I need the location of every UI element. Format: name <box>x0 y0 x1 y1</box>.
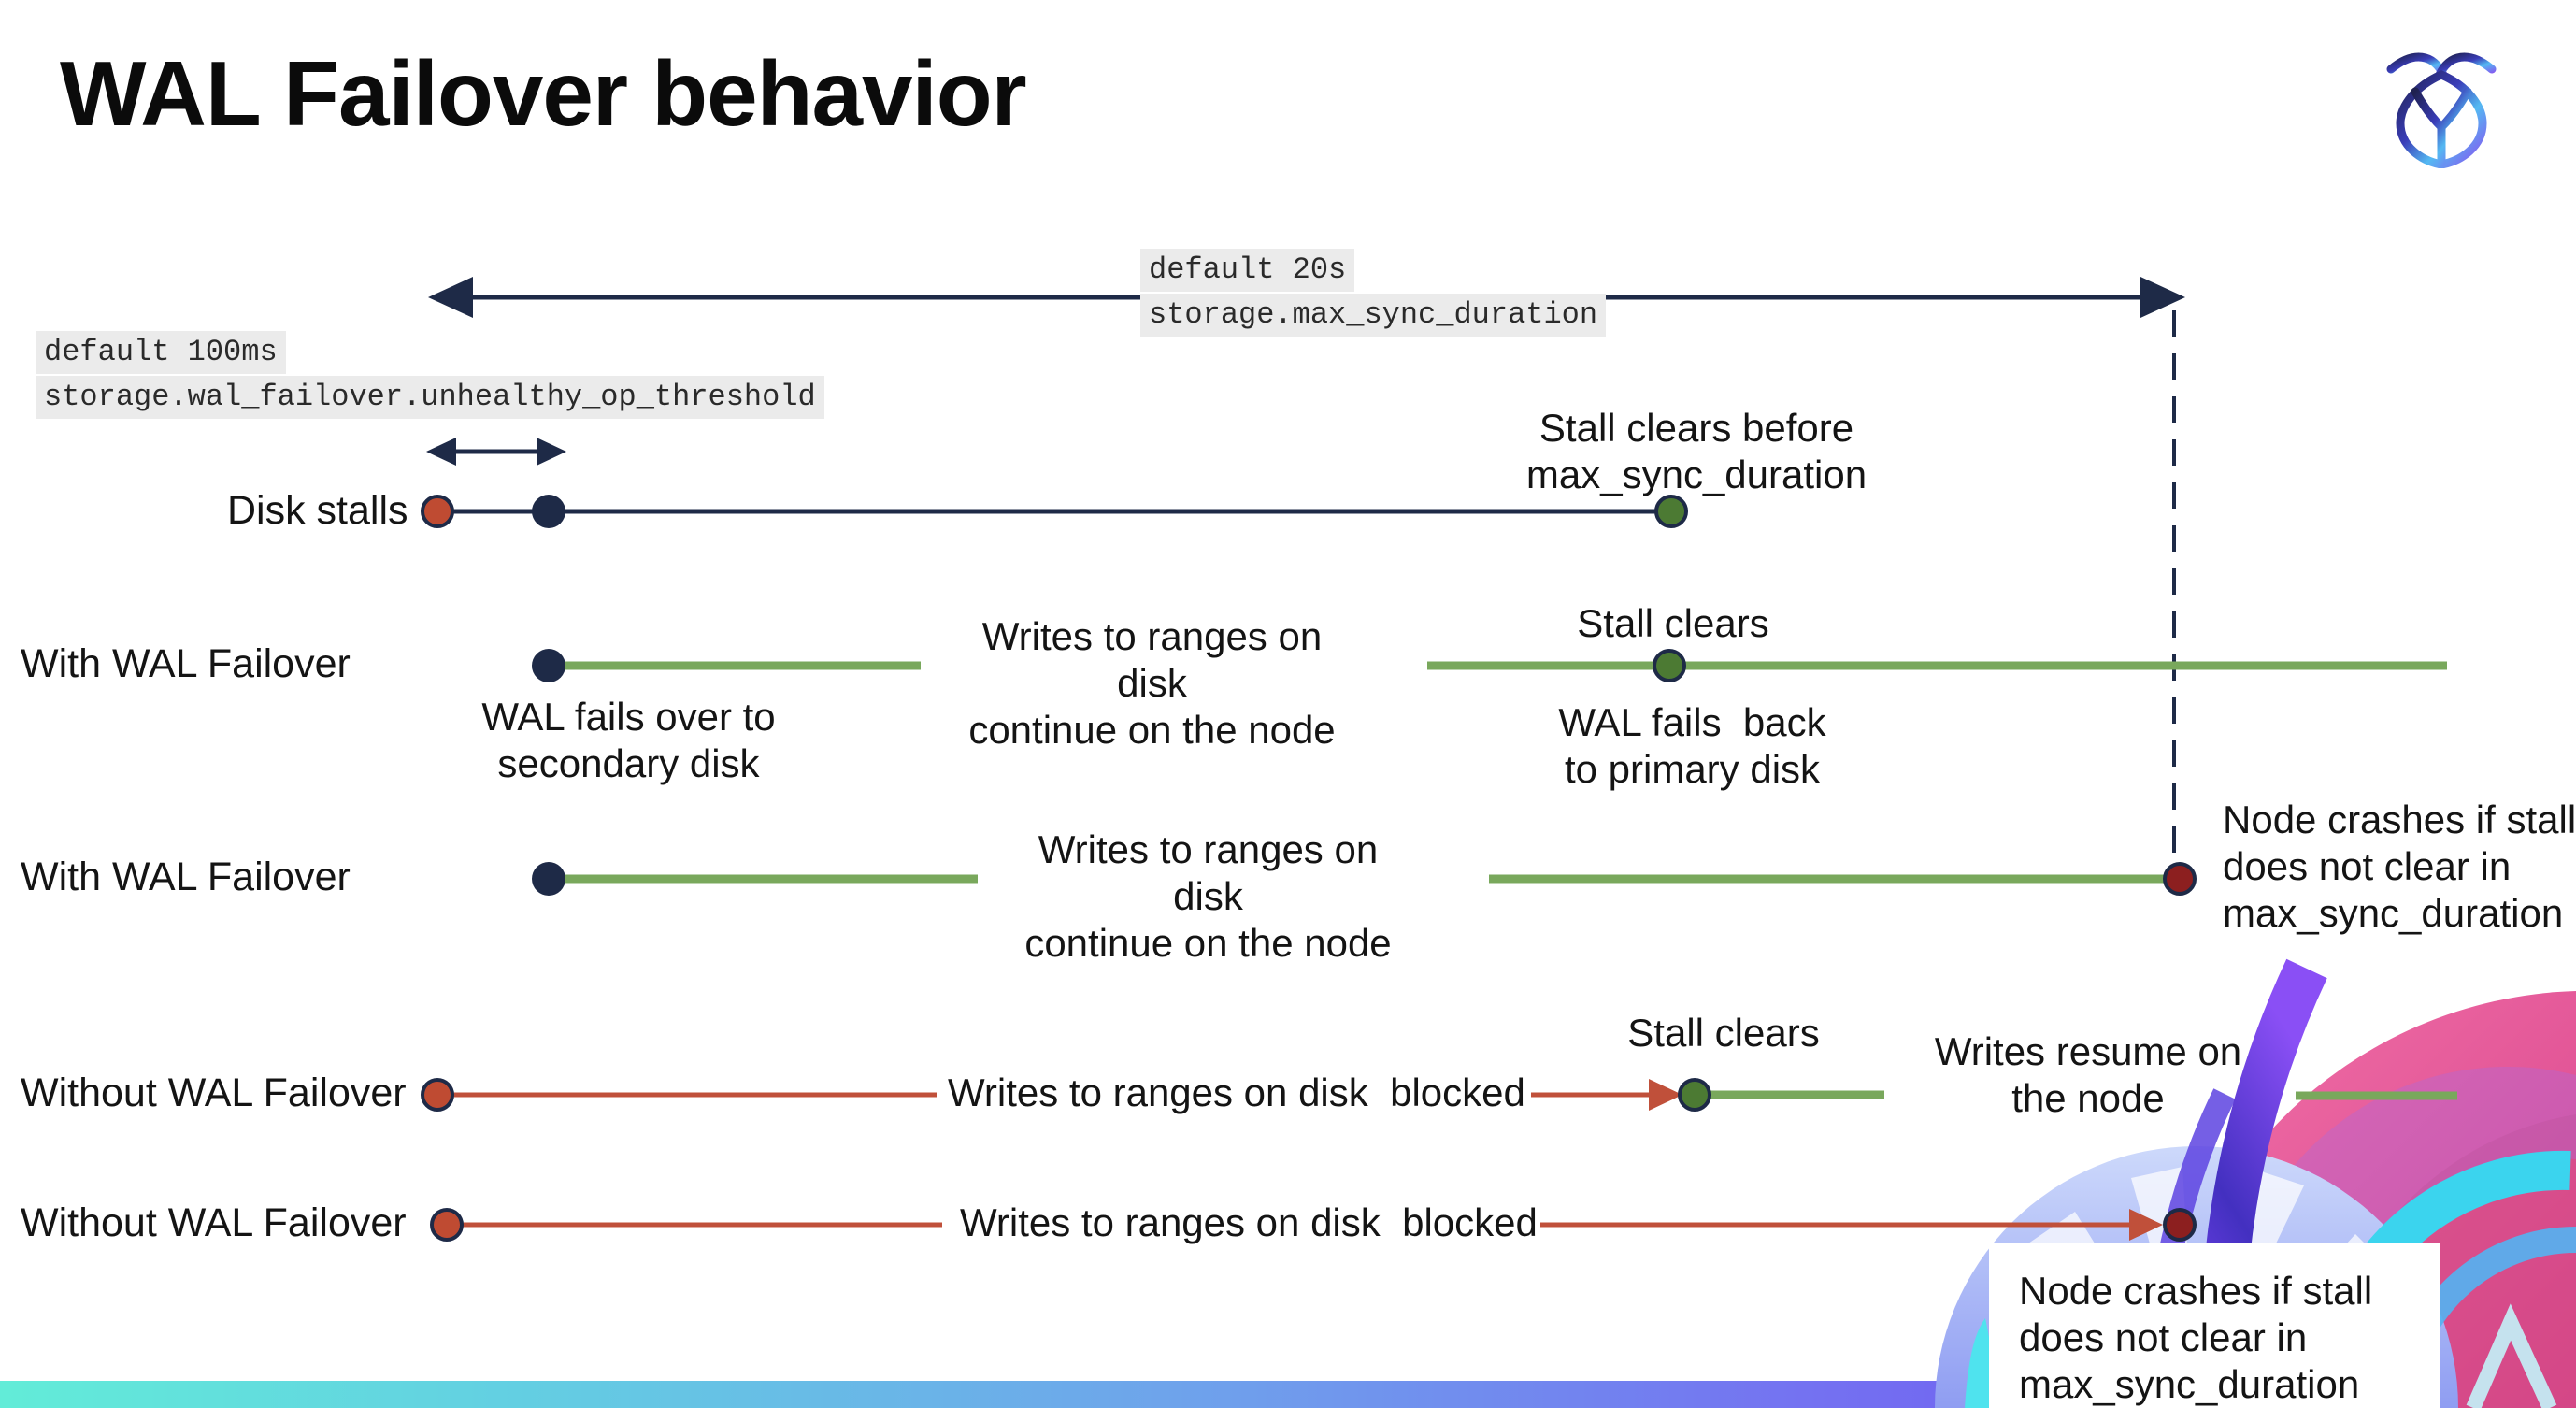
annotation-stall-clears-before: Stall clears before max_sync_duration <box>1525 406 1868 496</box>
row-label-with-wal-failover-2: With WAL Failover <box>21 855 351 899</box>
page-title: WAL Failover behavior <box>60 42 1027 145</box>
disk-stalls-timeline <box>421 495 1688 528</box>
without-wal-failover-2-timeline <box>430 1208 2197 1242</box>
stall-clears-dot <box>1678 1078 1711 1112</box>
row-label-without-wal-failover-1: Without WAL Failover <box>21 1070 407 1115</box>
node-crash-dot <box>2163 1208 2197 1242</box>
setting-name: storage.max_sync_duration <box>1140 294 1607 337</box>
row-label-without-wal-failover-2: Without WAL Failover <box>21 1200 407 1245</box>
annotation-wal-fails-back: WAL fails back to primary disk <box>1558 700 1826 791</box>
annotation-node-crashes-2: Node crashes if stall does not clear in … <box>2019 1269 2373 1406</box>
annotation-writes-continue-1: Writes to ranges on disk continue on the… <box>968 614 1336 752</box>
unhealthy-op-threshold-setting-label: default 100ms storage.wal_failover.unhea… <box>36 331 824 421</box>
failover-trigger-dot <box>532 649 565 682</box>
setting-default-value: default 20s <box>1140 249 1355 292</box>
stall-clears-dot <box>1653 649 1686 682</box>
annotation-writes-blocked-2: Writes to ranges on disk blocked <box>960 1200 1538 1244</box>
annotation-writes-continue-2: Writes to ranges on disk continue on the… <box>1024 827 1392 965</box>
cockroachdb-logo-icon <box>2386 52 2497 168</box>
row-label-with-wal-failover-1: With WAL Failover <box>21 641 351 686</box>
max-sync-duration-setting-label: default 20s storage.max_sync_duration <box>1140 249 1607 338</box>
annotation-node-crashes-1: Node crashes if stall does not clear in … <box>2223 797 2576 935</box>
annotation-writes-resume: Writes resume on the node <box>1934 1029 2242 1120</box>
annotation-stall-clears-1: Stall clears <box>1577 601 1769 645</box>
with-wal-failover-2-timeline <box>532 862 2197 896</box>
failover-threshold-dot <box>532 495 565 528</box>
setting-default-value: default 100ms <box>36 331 286 374</box>
stall-start-dot <box>430 1208 464 1242</box>
stall-start-dot <box>421 495 454 528</box>
stall-start-dot <box>421 1078 454 1112</box>
node-crash-dot <box>2163 862 2197 896</box>
red-arrowhead <box>1649 1079 1682 1111</box>
annotation-wal-fails-over: WAL fails over to secondary disk <box>481 695 776 785</box>
annotation-writes-blocked-1: Writes to ranges on disk blocked <box>948 1070 1525 1114</box>
unhealthy-op-threshold-arrow <box>426 438 566 466</box>
art-cyan-v <box>2466 1303 2557 1408</box>
annotation-stall-clears-2: Stall clears <box>1627 1011 1820 1055</box>
failover-trigger-dot <box>532 862 565 896</box>
without-wal-failover-1-timeline <box>421 1078 2457 1112</box>
setting-name: storage.wal_failover.unhealthy_op_thresh… <box>36 376 824 419</box>
red-arrowhead <box>2129 1209 2163 1241</box>
stall-clears-dot <box>1654 495 1688 528</box>
row-label-disk-stalls: Disk stalls <box>227 488 408 533</box>
with-wal-failover-1-timeline <box>532 649 2447 682</box>
crash-callout-box <box>1989 1243 2440 1408</box>
